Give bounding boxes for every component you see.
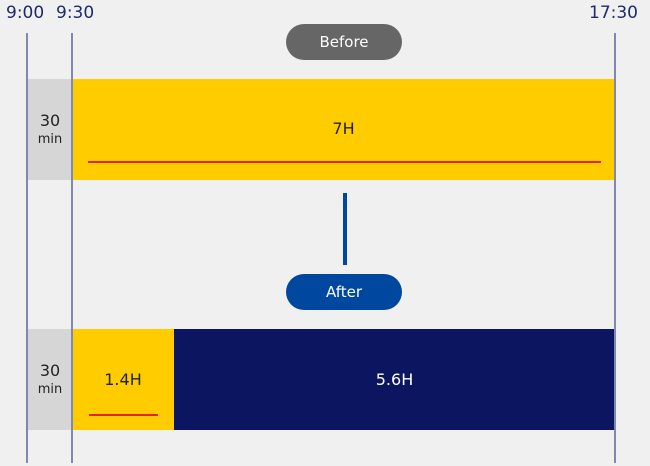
after-segment-yellow: 1.4H (72, 329, 174, 430)
break-unit: min (37, 381, 63, 397)
time-label-9-30: 9:30 (56, 3, 95, 23)
before-red-underline (88, 161, 601, 163)
break-unit: min (37, 131, 63, 147)
time-label-17-30: 17:30 (589, 3, 638, 23)
after-red-underline (89, 414, 158, 416)
break-value: 30 (39, 360, 61, 380)
before-work-bar: 7H (72, 79, 615, 180)
timeline-line-17-30 (614, 33, 616, 463)
after-segment-navy-label: 5.6H (375, 370, 414, 389)
after-badge: After (286, 274, 402, 310)
break-value: 30 (39, 110, 61, 130)
before-badge: Before (286, 24, 402, 60)
after-segment-yellow-label: 1.4H (104, 370, 142, 389)
timeline-line-9-00 (26, 33, 28, 463)
timeline-line-9-30 (71, 33, 73, 463)
time-label-9-00: 9:00 (6, 3, 45, 23)
after-break-box: 30 min (28, 329, 72, 430)
before-work-label: 7H (332, 119, 355, 138)
before-break-box: 30 min (28, 79, 72, 180)
after-segment-navy: 5.6H (174, 329, 615, 430)
before-after-connector (343, 193, 347, 265)
